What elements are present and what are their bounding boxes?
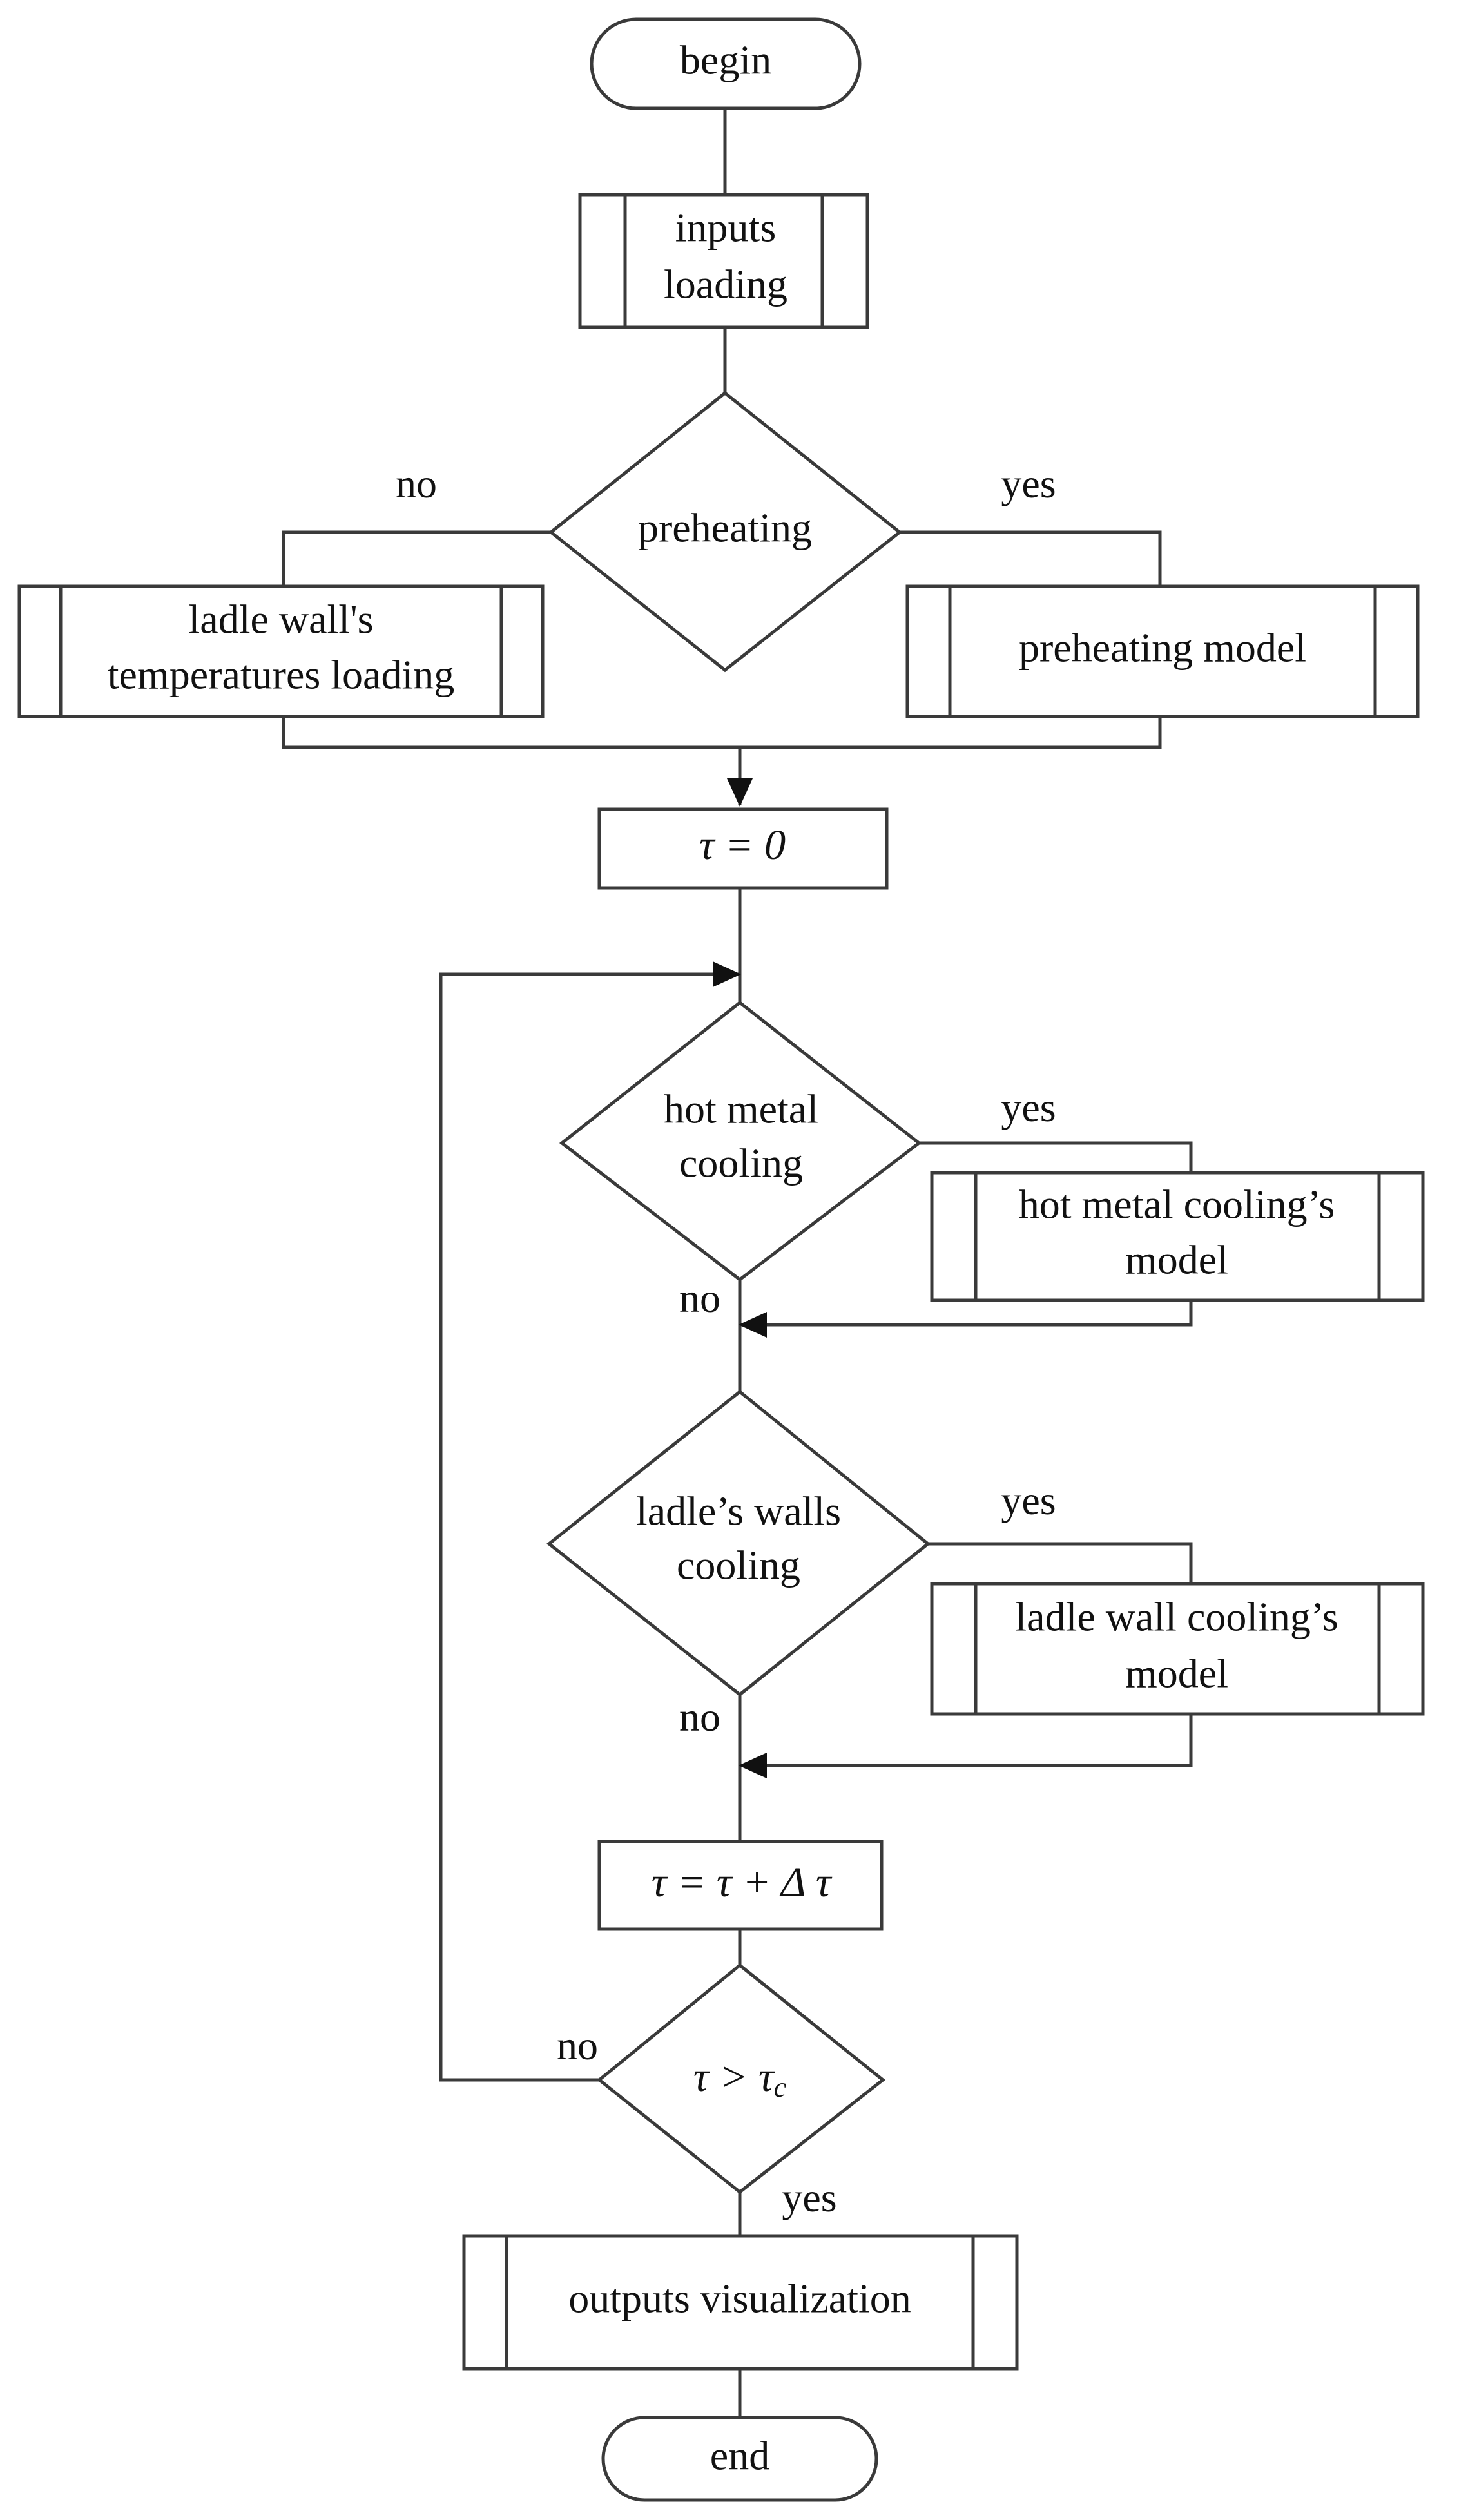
preheating-decision: preheating [548, 390, 903, 673]
tau-check-sub: c [774, 2072, 787, 2103]
walls-no-label: no [679, 1694, 720, 1740]
edge-merge-left [282, 717, 1162, 749]
tau-check-yes-label: yes [782, 2175, 836, 2220]
begin-terminator: begin [590, 17, 862, 110]
tau-step-label: τ = τ + Δ τ [652, 1859, 833, 1906]
inputs-line-1: inputs [675, 205, 776, 251]
edge-hotmetal-yes [919, 1141, 1193, 1173]
hot-metal-line-1: hot metal [664, 1086, 818, 1132]
preheating-yes-label: yes [1001, 461, 1056, 506]
end-terminator: end [601, 2416, 878, 2502]
tau-check-label: τ > τc [693, 2054, 787, 2103]
hot-metal-no-label: no [679, 1275, 720, 1321]
preheating-model-process: preheating model [905, 584, 1420, 718]
preheating-label: preheating [638, 505, 812, 551]
tau-check-main: τ > τ [693, 2054, 775, 2101]
tau-step-process: τ = τ + Δ τ [597, 1840, 884, 1931]
tau-init-label: τ = 0 [699, 822, 786, 869]
hot-metal-model-process: hot metal cooling’s model [930, 1171, 1425, 1302]
preheating-no-label: no [396, 461, 437, 506]
hot-metal-model-line-1: hot metal cooling’s [1019, 1182, 1335, 1227]
hot-metal-line-2: cooling [679, 1140, 803, 1186]
walls-cooling-decision: ladle’s walls cooling [546, 1389, 931, 1697]
wall-cooling-model-process: ladle wall cooling’s model [930, 1582, 1425, 1716]
edge-loop-back [439, 961, 741, 2082]
inputs-line-2: loading [664, 262, 787, 307]
end-label: end [710, 2433, 769, 2479]
ladle-temps-line-1: ladle wall's [189, 597, 374, 642]
edge-preheating-no [282, 530, 551, 586]
inputs-loading-process: inputs loading [578, 193, 869, 329]
wall-model-line-2: model [1125, 1651, 1228, 1697]
edge-walls-return [739, 1714, 1193, 1778]
outputs-visualization-process: outputs visualization [462, 2234, 1019, 2371]
hot-metal-yes-label: yes [1001, 1084, 1056, 1130]
walls-yes-label: yes [1001, 1477, 1056, 1523]
walls-line-2: cooling [677, 1543, 800, 1588]
hot-metal-decision: hot metal cooling [559, 1000, 922, 1282]
edge-hotmetal-return [739, 1300, 1193, 1338]
preheating-model-label: preheating model [1019, 625, 1306, 671]
hot-metal-model-line-2: model [1125, 1237, 1228, 1283]
tau-check-decision: τ > τc [597, 1963, 886, 2195]
connectors [282, 108, 1193, 2418]
wall-model-line-1: ladle wall cooling’s [1015, 1594, 1338, 1640]
begin-label: begin [680, 37, 771, 83]
outputs-label: outputs visualization [568, 2276, 911, 2322]
tau-init-process: τ = 0 [597, 807, 889, 890]
walls-line-1: ladle’s walls [636, 1488, 841, 1534]
edge-walls-yes [928, 1542, 1193, 1584]
tau-check-no-label: no [557, 2023, 598, 2068]
ladle-temps-line-2: temperatures loading [108, 652, 454, 698]
edge-preheating-yes [900, 530, 1162, 586]
ladle-temps-process: ladle wall's temperatures loading [17, 584, 545, 718]
